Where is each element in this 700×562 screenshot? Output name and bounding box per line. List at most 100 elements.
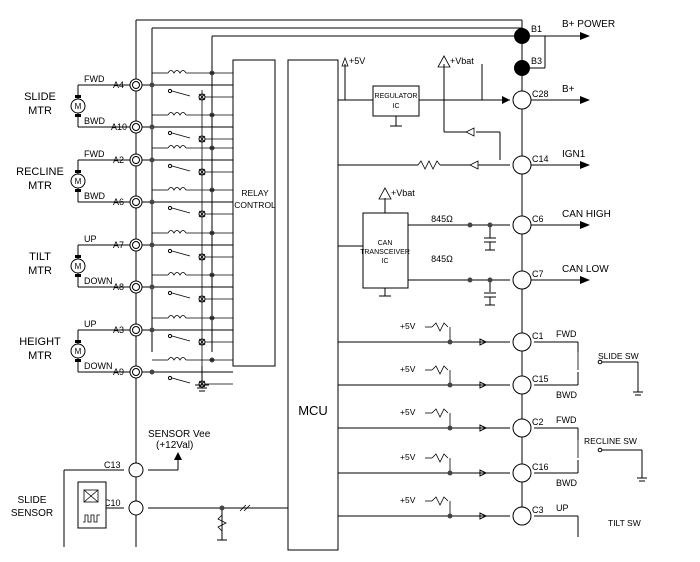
resistor-icon [431, 408, 449, 418]
junction-dot [149, 82, 155, 88]
junction-dot [149, 199, 155, 205]
connector-pin-inner [132, 123, 140, 131]
connector-pin-label: C16 [532, 462, 549, 472]
connector-pin [129, 120, 143, 134]
connector-pin [512, 463, 532, 483]
wire-break-icon [239, 504, 247, 512]
pin-label: C10 [104, 498, 121, 508]
relay-coil-icon [167, 145, 187, 149]
power-signal-label: CAN HIGH [562, 209, 611, 220]
resistor-icon [431, 322, 449, 332]
motor-brush-icon [75, 274, 81, 277]
connector-pin-label: C28 [532, 89, 549, 99]
connector-pin [129, 195, 143, 209]
relay-coil-icon [167, 315, 187, 319]
connector-pin [512, 155, 532, 175]
mcu-box [287, 59, 339, 551]
can-transceiver-box [362, 212, 409, 289]
relay-control-label: RELAY [241, 188, 269, 198]
connector-pin [128, 462, 144, 478]
diode-icon [479, 424, 488, 432]
motor-brush-icon [75, 114, 81, 117]
relay-control-box [232, 59, 276, 367]
motor-icon [70, 173, 86, 189]
junction-dot [447, 339, 453, 345]
motor-name: MTR [28, 265, 52, 277]
switch-contact [597, 447, 603, 453]
connector-pin [512, 215, 532, 235]
motor-icon [70, 258, 86, 274]
motor-icon [70, 343, 86, 359]
switch-label: RECLINE SW [584, 436, 637, 446]
regulator-label: REGULATOR [375, 93, 418, 100]
junction-dot [149, 157, 155, 163]
connector-pin [129, 78, 143, 92]
relay-contact [167, 130, 173, 136]
resistor-icon [431, 365, 449, 375]
resistor-icon [217, 514, 227, 532]
connector-pin-label: A4 [113, 80, 124, 90]
motor-symbol: M [75, 102, 82, 111]
connector-pin-inner [132, 156, 140, 164]
motor-pin-function: FWD [84, 149, 105, 159]
connector-pin [512, 332, 532, 352]
vbat-label: +Vbat [450, 56, 474, 66]
motor-pin-function: UP [84, 319, 97, 329]
relay-contact [167, 333, 173, 339]
connector-pin [512, 418, 532, 438]
motor-brush-icon [75, 359, 81, 362]
motor-symbol: M [75, 262, 82, 271]
junction-dot [487, 277, 493, 283]
sensor-supply-label: SENSOR Vee [148, 429, 211, 440]
resistor-icon [431, 453, 449, 463]
connector-pin [512, 375, 532, 395]
relay-coil-icon [167, 112, 187, 116]
connector-pin-label: A7 [113, 240, 124, 250]
motor-pin-function: DOWN [84, 276, 113, 286]
power-signal-label: B+ [562, 84, 575, 95]
sensor-element-icon [83, 489, 99, 503]
connector-pin-label: B1 [531, 24, 542, 34]
pullup-label: +5V [400, 452, 416, 462]
junction-dot [149, 284, 155, 290]
connector-pin [129, 365, 143, 379]
resistor-icon [431, 496, 449, 506]
junction-dot [219, 505, 225, 511]
connector-pin-label: A9 [113, 367, 124, 377]
motor-pin-function: FWD [84, 74, 105, 84]
connector-pin-label: A10 [111, 122, 127, 132]
relay-coil-icon [167, 230, 187, 234]
connector-pin-label: C3 [532, 505, 544, 515]
motor-brush-icon [75, 255, 81, 258]
relay-switch-arm [171, 90, 191, 97]
connector-pin-inner [132, 326, 140, 334]
connector-pin [129, 280, 143, 294]
resistor-icon [417, 160, 441, 170]
connector-pin-label: C6 [532, 214, 544, 224]
relay-coil-icon [167, 357, 187, 361]
motor-brush-icon [75, 95, 81, 98]
connector-pin-inner [132, 283, 140, 291]
wire-break-icon [243, 504, 251, 512]
switch-function-label: FWD [556, 415, 577, 425]
diode-icon [469, 160, 479, 170]
relay-terminal-mark [198, 380, 206, 388]
relay-switch-arm [171, 165, 191, 172]
relay-switch-arm [171, 292, 191, 299]
wiring [63, 19, 643, 551]
connector-pin-inner [132, 198, 140, 206]
pullup-label: +5V [400, 321, 416, 331]
relay-coil-icon [167, 272, 187, 276]
motor-name: MTR [28, 180, 52, 192]
junction-dot [487, 222, 493, 228]
connector-pin [129, 153, 143, 167]
relay-coil-icon [167, 187, 187, 191]
relay-switch-arm [171, 250, 191, 257]
arrow-icon [580, 161, 590, 169]
motor-name: HEIGHT [19, 336, 61, 348]
arrow-icon [580, 276, 590, 284]
motor-pin-function: BWD [84, 116, 105, 126]
relay-contact [167, 205, 173, 211]
diode-icon [479, 469, 488, 477]
